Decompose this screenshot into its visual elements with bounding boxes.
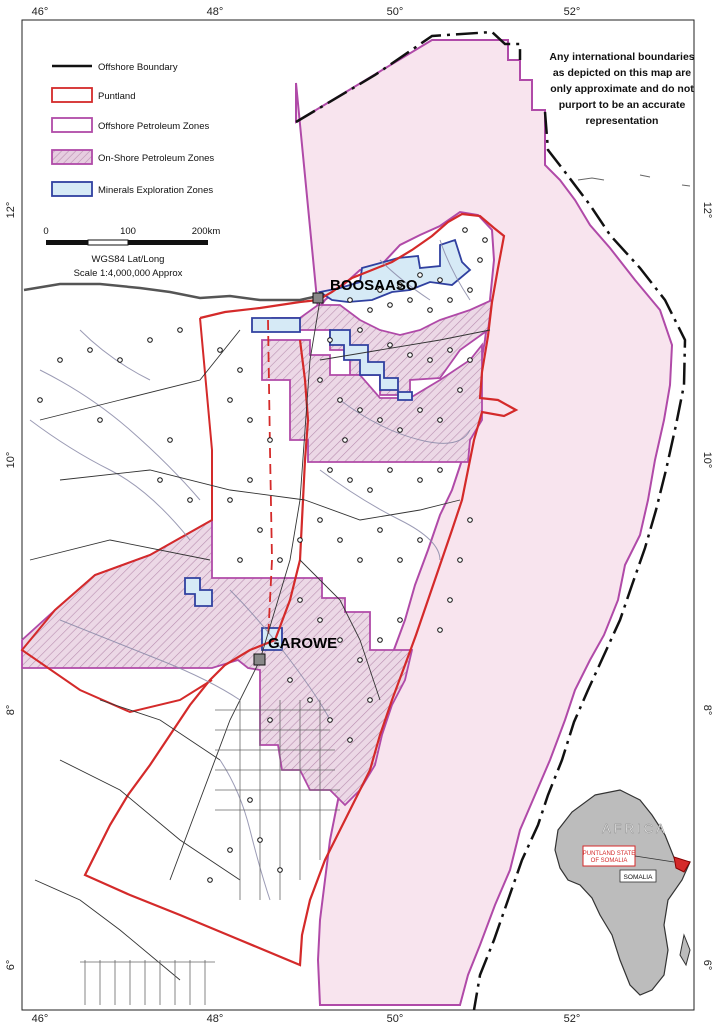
lat-tick-12-right: 12° — [701, 202, 712, 219]
longitude-ticks-top: 46° 48° 50° 52° — [32, 6, 581, 18]
legend-swatch-onshore-zones — [51, 149, 93, 165]
rivers — [29, 239, 471, 901]
lon-tick-50-bottom: 50° — [387, 1013, 404, 1025]
disclaimer-line-4: purport to be an accurate — [559, 99, 686, 111]
roads — [29, 299, 491, 981]
lon-tick-46: 46° — [32, 6, 49, 18]
islands — [577, 174, 691, 187]
minerals-zone-north — [317, 238, 472, 303]
lon-tick-48: 48° — [207, 6, 224, 18]
city-marker-boosaaso — [312, 292, 324, 304]
lon-tick-48-bottom: 48° — [207, 1013, 224, 1025]
legend-label-onshore-zones: On-Shore Petroleum Zones — [98, 153, 214, 164]
lon-tick-50: 50° — [387, 6, 404, 18]
lon-tick-52-bottom: 52° — [564, 1013, 581, 1025]
scale-bar: 0 100 200km WGS84 Lat/Long Scale 1:4,000… — [43, 226, 220, 279]
lat-tick-8: 8° — [5, 705, 17, 716]
minerals-zone-coast — [329, 329, 413, 401]
lat-tick-8-right: 8° — [701, 705, 712, 716]
boundary-disclaimer: Any international boundaries as depicted… — [549, 51, 694, 127]
longitude-ticks-bottom: 46° 48° 50° 52° — [32, 1013, 581, 1025]
lat-tick-10-right: 10° — [701, 452, 712, 469]
inset-continent-label: AFRICA — [602, 821, 668, 836]
scale-ratio: Scale 1:4,000,000 Approx — [74, 268, 183, 279]
legend-label-minerals: Minerals Exploration Zones — [98, 185, 213, 196]
legend-label-puntland: Puntland — [98, 91, 136, 102]
city-label-garowe: GAROWE — [268, 635, 337, 652]
offshore-petroleum-zone — [295, 39, 674, 1006]
minerals-zone-west — [251, 317, 301, 333]
madagascar-shape — [679, 933, 691, 967]
scale-segment-2 — [87, 239, 129, 246]
inset-leader-line — [634, 855, 675, 863]
scale-tick-0: 0 — [43, 226, 48, 237]
lat-tick-12: 12° — [5, 202, 17, 219]
inset-label-line-2: OF SOMALIA — [591, 858, 628, 864]
scale-segment-1 — [46, 240, 88, 245]
inset-country-label: SOMALIA — [624, 874, 654, 881]
africa-outline — [554, 789, 691, 996]
disclaimer-line-2: as depicted on this map are — [553, 67, 691, 79]
city-marker-garowe — [253, 653, 266, 666]
lat-tick-6: 6° — [5, 960, 17, 971]
disclaimer-line-5: representation — [586, 115, 659, 127]
inset-country-box — [619, 869, 657, 883]
puntland-highlight — [673, 856, 691, 873]
city-boosaaso: BOOSAASO — [312, 277, 418, 304]
scale-segment-3 — [128, 240, 208, 245]
settlement-dots — [37, 227, 488, 883]
lat-tick-10: 10° — [5, 452, 17, 469]
disclaimer-line-1: Any international boundaries — [549, 51, 694, 63]
legend-label-offshore-zones: Offshore Petroleum Zones — [98, 121, 209, 132]
africa-inset: AFRICA PUNTLAND STATE OF SOMALIA SOMALIA — [554, 789, 691, 996]
gulf-coastline — [23, 282, 319, 302]
scale-datum: WGS84 Lat/Long — [92, 254, 165, 265]
latitude-ticks-left: 12° 10° 8° 6° — [5, 202, 17, 971]
map-legend: Offshore Boundary Puntland Offshore Petr… — [51, 62, 214, 197]
inset-label-line-1: PUNTLAND STATE — [583, 851, 635, 857]
latitude-ticks-right: 12° 10° 8° 6° — [701, 202, 712, 971]
lon-tick-46-bottom: 46° — [32, 1013, 49, 1025]
scale-tick-200: 200km — [192, 226, 221, 237]
city-label-boosaaso: BOOSAASO — [330, 277, 418, 294]
legend-swatch-offshore-zones — [51, 117, 93, 133]
disclaimer-line-3: only approximate and do not — [550, 83, 694, 95]
scale-tick-100: 100 — [120, 226, 136, 237]
lat-tick-6-right: 6° — [701, 960, 712, 971]
lon-tick-52: 52° — [564, 6, 581, 18]
legend-swatch-puntland — [51, 87, 93, 103]
seismic-lines — [80, 700, 340, 1005]
offshore-boundary-line — [295, 30, 687, 1011]
puntland-dashed-border — [267, 319, 273, 641]
puntland-west-border — [20, 317, 213, 714]
legend-swatch-minerals — [51, 181, 93, 197]
minerals-zone-mid — [184, 577, 213, 607]
legend-label-offshore-boundary: Offshore Boundary — [98, 62, 178, 73]
puntland-boundary — [83, 212, 519, 967]
city-garowe: GAROWE — [253, 635, 337, 666]
